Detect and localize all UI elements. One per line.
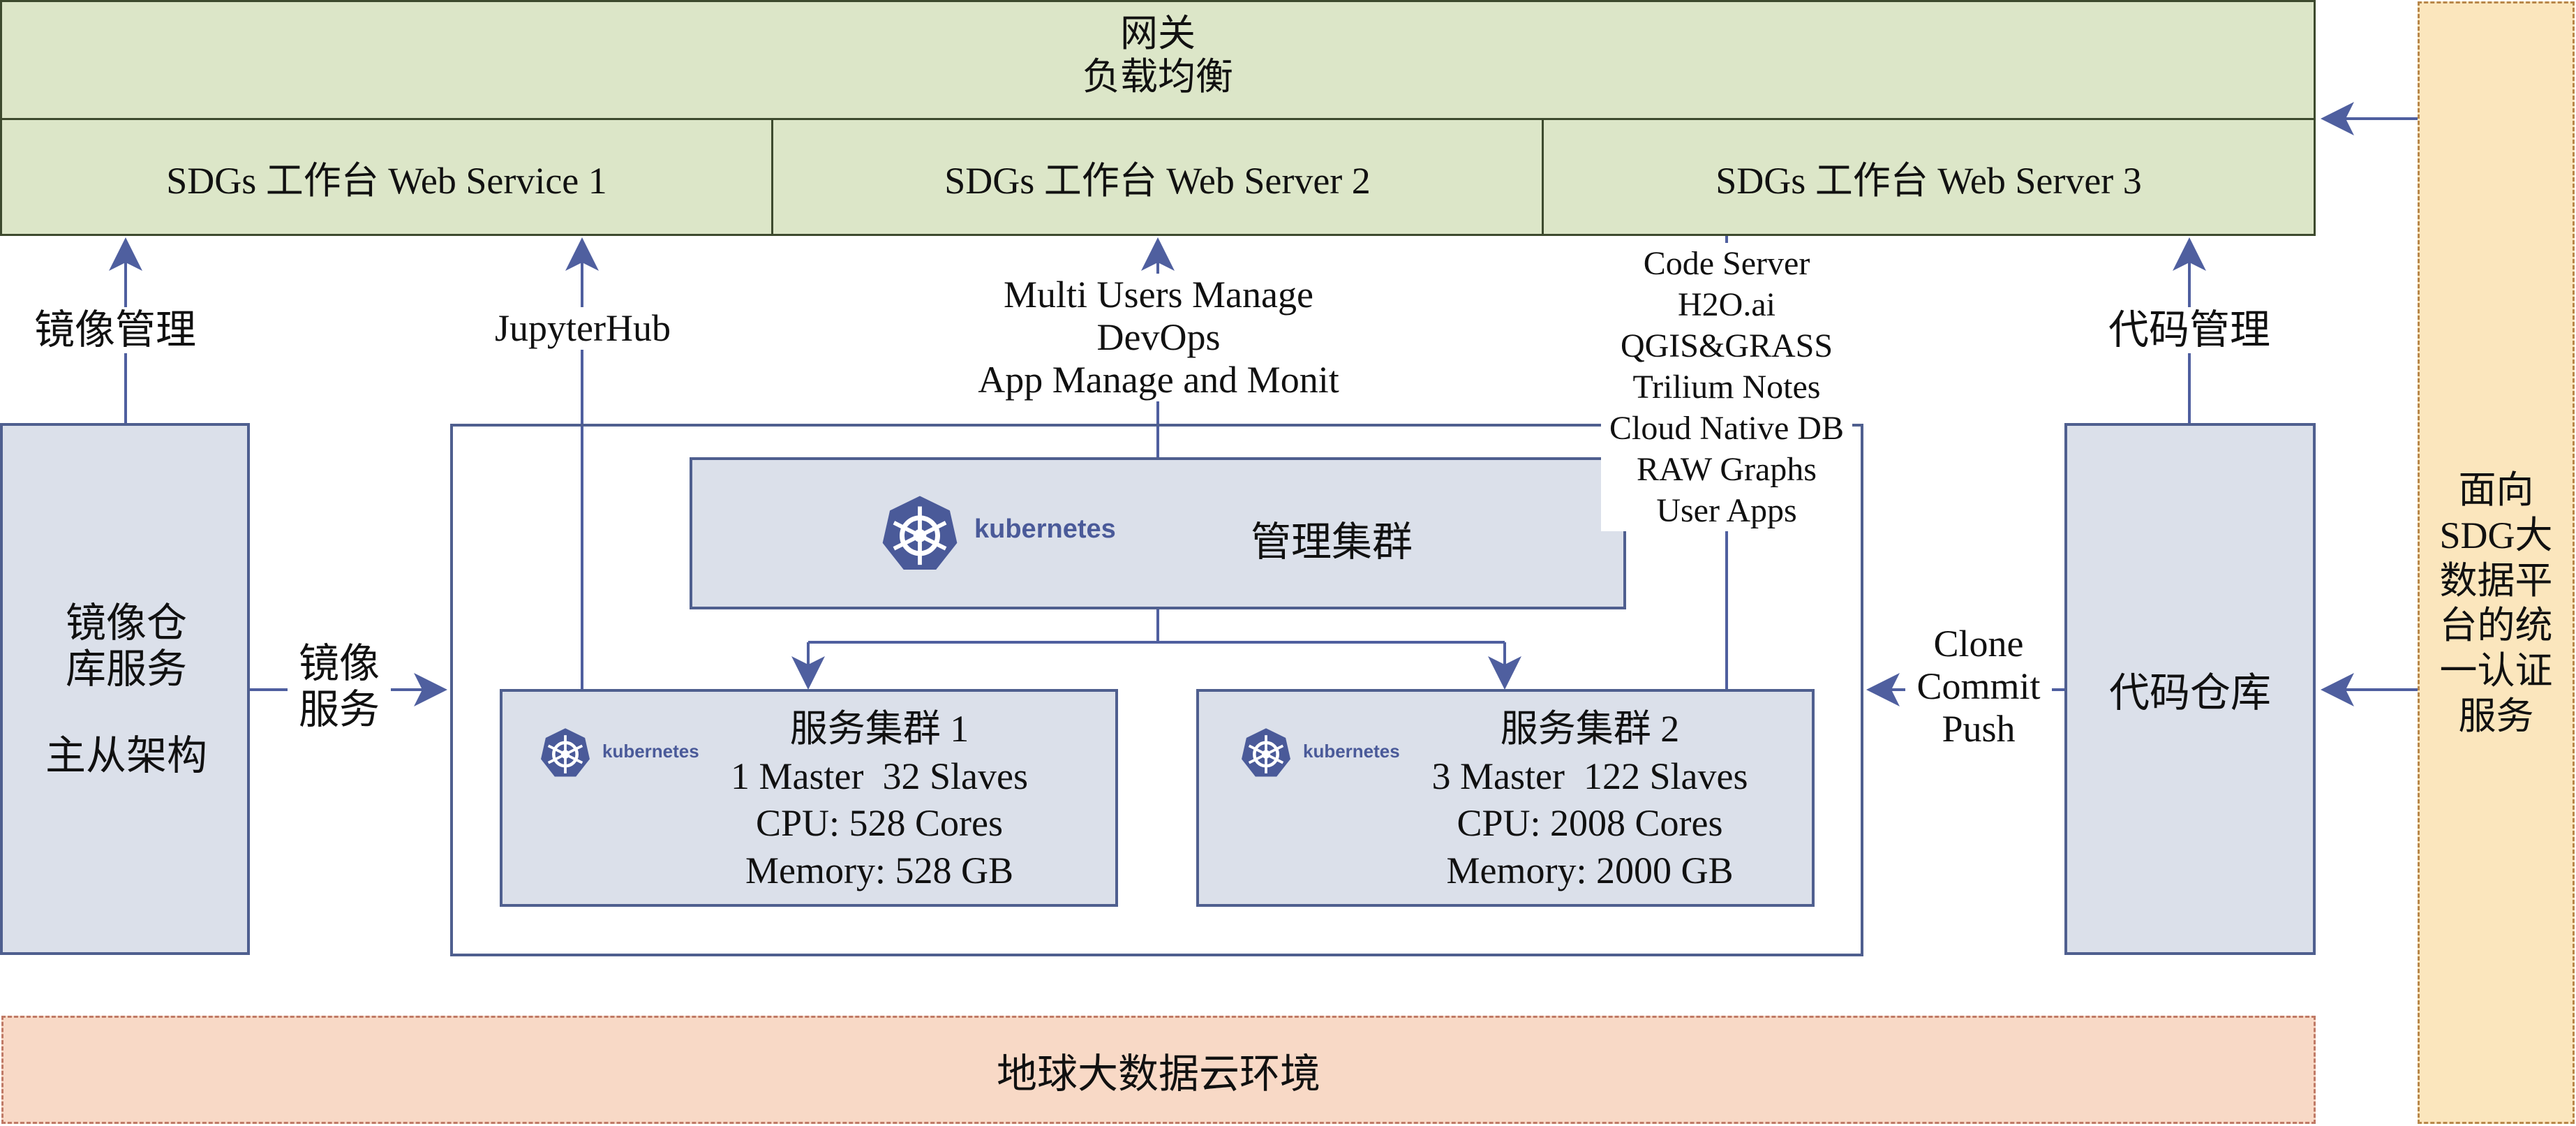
auth-service-box[interactable]: 面向 SDG大 数据平 台的统 一认证 服务 [2418,1,2575,1124]
cloud-environment-box: 地球大数据云环境 [1,1016,2316,1124]
auth-service-label: 面向 SDG大 数据平 台的统 一认证 服务 [2439,469,2553,737]
web-server-1[interactable]: SDGs 工作台 Web Service 1 [0,118,773,236]
mgmt-kubernetes-text: kubernetes [974,514,1116,544]
code-repo-label: 代码仓库 [2108,670,2271,716]
web-server-3[interactable]: SDGs 工作台 Web Server 3 [1542,118,2316,236]
kubernetes-logo-icon [1242,728,1290,777]
web-server-2-label: SDGs 工作台 Web Server 2 [944,160,1371,202]
jupyterhub-label: JupyterHub [475,307,691,350]
code-mgmt-label: 代码管理 [2097,307,2281,353]
cluster1-kubernetes-text: kubernetes [602,741,699,762]
kubernetes-logo-icon [882,496,958,570]
mgmt-cluster-label: 管理集群 [1251,519,1413,565]
web-server-2[interactable]: SDGs 工作台 Web Server 2 [771,118,1544,236]
platform-services-label: Multi Users Manage DevOps App Manage and… [949,274,1368,402]
image-repo-arch: 主从架构 [45,733,207,778]
web-server-3-label: SDGs 工作台 Web Server 3 [1715,160,2142,202]
kubernetes-logo-icon [541,728,590,777]
gateway-subtitle: 负载均衡 [1082,56,1233,98]
cloud-environment-label: 地球大数据云环境 [996,1051,1320,1097]
code-repo-box[interactable]: 代码仓库 [2064,423,2316,955]
service-cluster-2-details: 服务集群 2 3 Master 122 Slaves CPU: 2008 Cor… [1431,708,1748,891]
image-service-label: 镜像 服务 [288,641,391,733]
web-server-1-label: SDGs 工作台 Web Service 1 [166,160,607,202]
apps-list: Code Server H2O.ai QGIS&GRASS Trilium No… [1601,243,1852,532]
image-repo-title: 镜像仓 库服务 [65,600,187,692]
image-mgmt-label: 镜像管理 [28,307,202,353]
git-ops-label: Clone Commit Push [1905,623,2052,751]
gateway-box: 网关 负载均衡 [0,0,2316,120]
mgmt-cluster-box[interactable]: kubernetes 管理集群 [690,457,1626,609]
gateway-title: 网关 [1120,13,1196,54]
service-cluster-1-box[interactable]: kubernetes 服务集群 1 1 Master 32 Slaves CPU… [500,689,1118,907]
service-cluster-1-details: 服务集群 1 1 Master 32 Slaves CPU: 528 Cores… [731,708,1028,891]
image-repo-box[interactable]: 镜像仓 库服务 主从架构 [0,423,250,955]
cluster2-kubernetes-text: kubernetes [1303,741,1400,762]
cluster-container [450,424,1863,956]
service-cluster-2-box[interactable]: kubernetes 服务集群 2 3 Master 122 Slaves CP… [1196,689,1815,907]
